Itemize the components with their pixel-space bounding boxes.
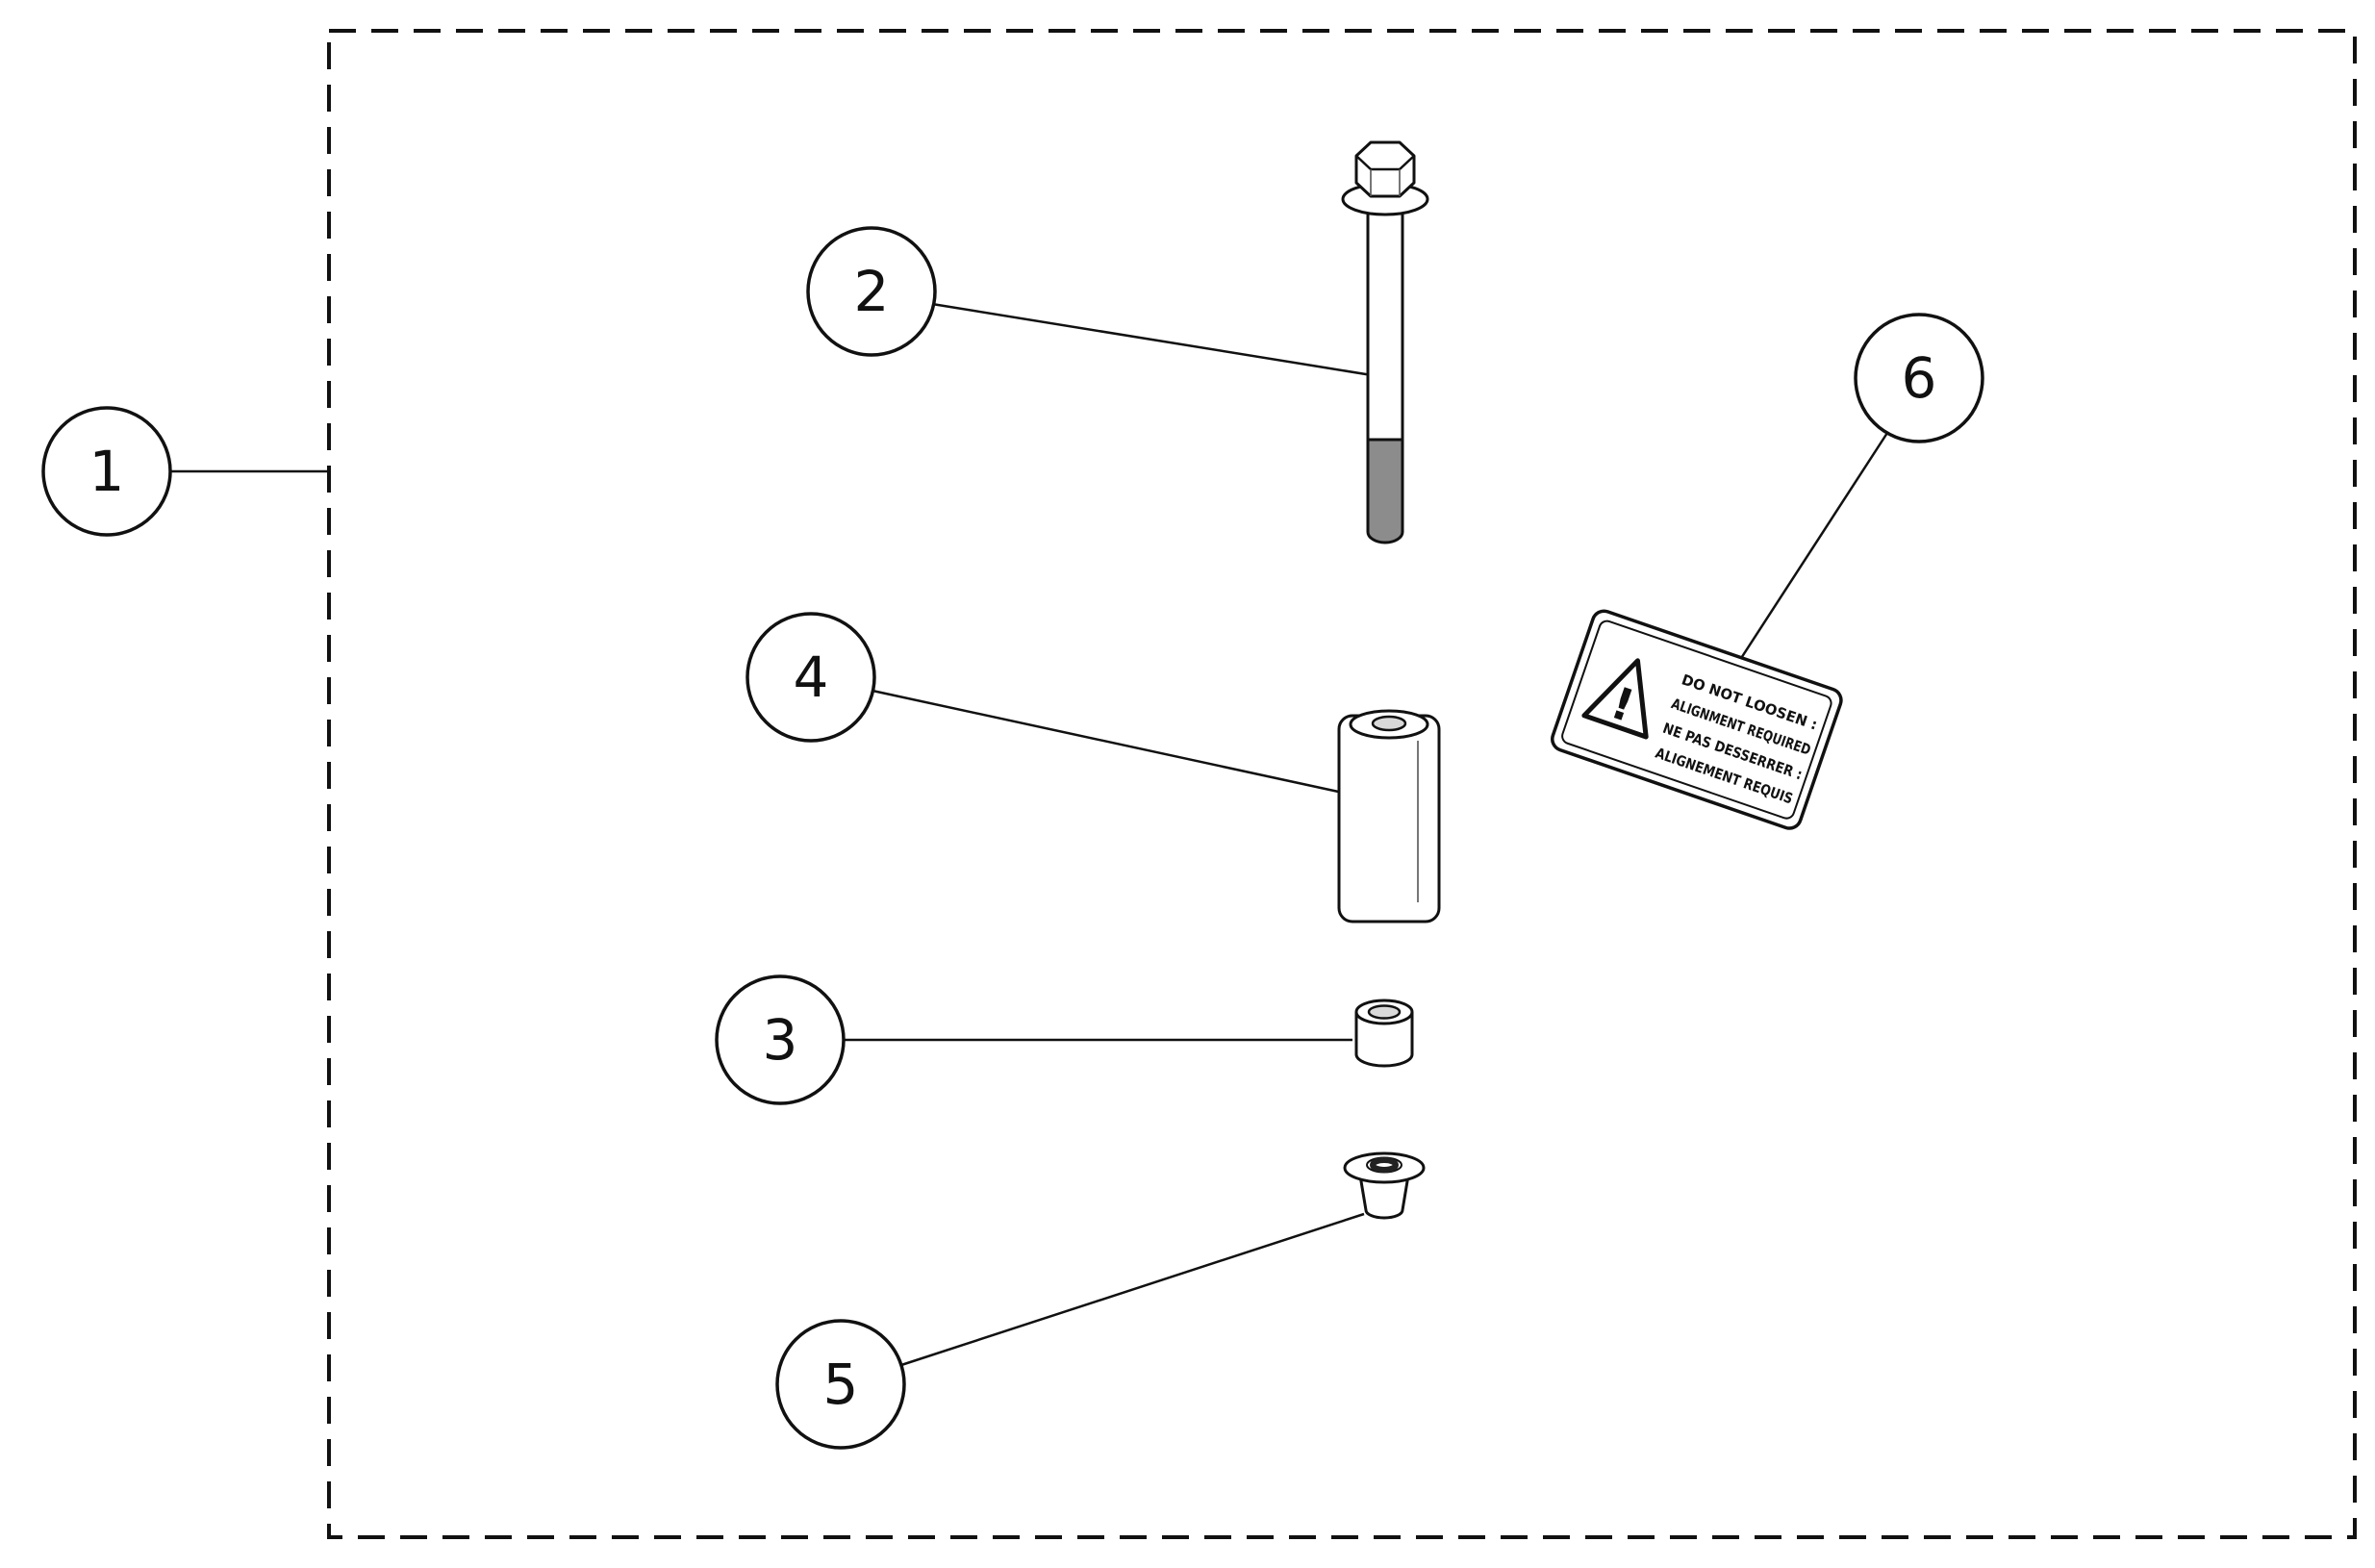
bolt-shaft [1366, 197, 1404, 442]
callout-2-circle[interactable] [806, 226, 937, 357]
callout-3-circle[interactable] [715, 974, 846, 1105]
nut-body [1358, 1174, 1410, 1220]
warning-label: ! DO NOT LOOSEN : ALIGNMENT REQUIRED NE … [1551, 609, 1843, 830]
callout-3-number: 3 [763, 1007, 798, 1073]
callout-1-circle[interactable] [41, 406, 172, 537]
block-body [1337, 714, 1441, 923]
callout-4-number: 4 [794, 645, 829, 710]
spacer-block [1337, 709, 1441, 923]
collar-bushing [1354, 999, 1414, 1068]
bolt-head-top-facet [1355, 155, 1415, 171]
flange-bolt [1341, 140, 1429, 544]
callout-1-number: 1 [89, 439, 125, 504]
nut-hole-inner-ring [1370, 1157, 1399, 1173]
callout-5[interactable]: 5 [775, 1319, 906, 1450]
leader-line-5 [900, 1212, 1365, 1367]
callout-5-circle[interactable] [775, 1319, 906, 1450]
leader-line-6 [1722, 432, 1889, 686]
label-outer-border [1551, 609, 1843, 830]
leader-line-4 [872, 689, 1344, 795]
block-hole [1371, 715, 1407, 732]
collar-body [1354, 1012, 1414, 1068]
callout-4[interactable]: 4 [745, 612, 876, 743]
assembly-boundary [327, 29, 2357, 1539]
leader-line-2 [931, 302, 1373, 377]
callout-1[interactable]: 1 [41, 406, 172, 537]
label-inner-border [1561, 620, 1832, 820]
callout-6-number: 6 [1902, 345, 1937, 411]
callout-4-circle[interactable] [745, 612, 876, 743]
callout-5-number: 5 [823, 1352, 859, 1417]
collar-hole [1367, 1004, 1402, 1020]
callout-2-number: 2 [854, 259, 890, 324]
callout-6[interactable]: 6 [1854, 313, 1984, 443]
flange-nut [1343, 1151, 1426, 1220]
callout-2[interactable]: 2 [806, 226, 937, 357]
callout-6-circle[interactable] [1854, 313, 1984, 443]
callout-3[interactable]: 3 [715, 974, 846, 1105]
warning-triangle-icon [1581, 658, 1649, 740]
bolt-threads [1366, 438, 1404, 544]
